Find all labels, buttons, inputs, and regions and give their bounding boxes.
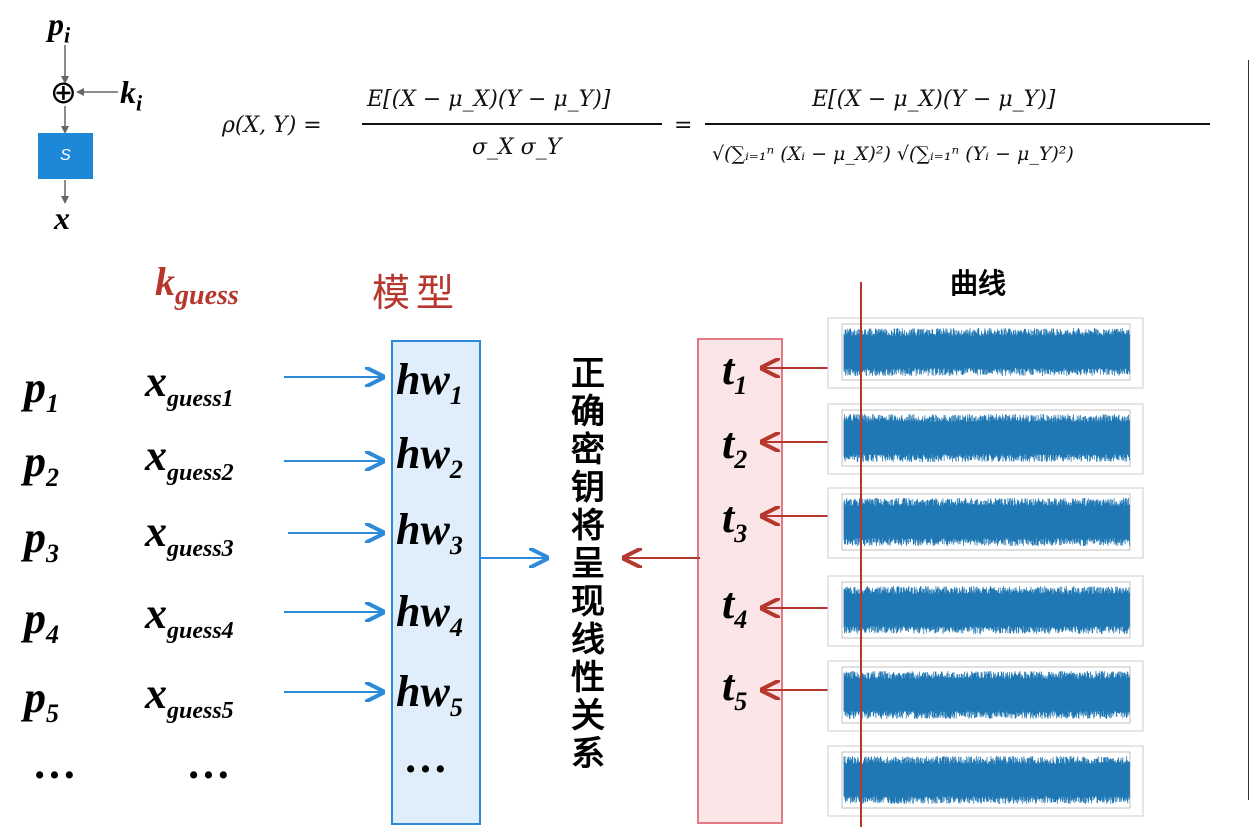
p-label-1: p1 bbox=[24, 363, 59, 418]
x-guess-5: xguess5 bbox=[145, 669, 234, 724]
sbox-output-label: x bbox=[54, 200, 70, 236]
trace-plots bbox=[827, 317, 1144, 817]
p-label-3: p3 bbox=[24, 513, 59, 568]
kguess-header: kguess bbox=[155, 259, 239, 311]
formula-denominator-1: σ_X σ_Y bbox=[472, 135, 562, 160]
hw-1: hw1 bbox=[396, 355, 463, 410]
p-label-2: p2 bbox=[24, 437, 59, 492]
t-2: t2 bbox=[722, 419, 748, 474]
hw-4: hw4 bbox=[396, 587, 463, 642]
x-ellipsis: … bbox=[188, 739, 232, 788]
trace-panel bbox=[812, 316, 1147, 826]
hw-2: hw2 bbox=[396, 429, 463, 484]
formula-lhs: ρ(X, Y) = bbox=[222, 113, 322, 138]
x-guess-1: xguess1 bbox=[145, 357, 234, 412]
t-1: t1 bbox=[722, 345, 748, 400]
p-label-5: p5 bbox=[24, 673, 59, 728]
sbox-diagram-arrows bbox=[61, 45, 118, 204]
trace-thumbnail bbox=[827, 403, 1144, 475]
p-ellipsis: … bbox=[34, 739, 78, 788]
sbox-block: S bbox=[38, 133, 93, 179]
trace-thumbnail bbox=[827, 575, 1144, 647]
fraction-bar-2 bbox=[705, 123, 1210, 125]
fraction-bar-1 bbox=[362, 123, 662, 125]
t-5: t5 bbox=[722, 661, 748, 716]
p-label-4: p4 bbox=[24, 594, 59, 649]
sbox-input-label: pi bbox=[48, 6, 71, 48]
model-column-box bbox=[391, 340, 481, 825]
hw-ellipsis: … bbox=[405, 733, 449, 782]
trace-thumbnail bbox=[827, 317, 1144, 389]
correlation-formula: ρ(X, Y) = E[(X − μ_X)(Y − μ_Y)] σ_X σ_Y … bbox=[222, 85, 1222, 205]
x-guess-2: xguess2 bbox=[145, 431, 234, 486]
time-sample-marker bbox=[860, 282, 862, 827]
slide-edge-line bbox=[1248, 60, 1249, 800]
correct-key-linear-text: 正确密钥将呈现线性关系 bbox=[571, 354, 605, 774]
trace-thumbnail bbox=[827, 745, 1144, 817]
hw-5: hw5 bbox=[396, 667, 463, 722]
trace-column-box bbox=[697, 338, 783, 824]
trace-thumbnail bbox=[827, 487, 1144, 559]
x-guess-4: xguess4 bbox=[145, 589, 234, 644]
curve-header: 曲线 bbox=[950, 267, 1007, 300]
formula-denominator-2: √(∑ᵢ₌₁ⁿ (Xᵢ − μ_X)²) √(∑ᵢ₌₁ⁿ (Yᵢ − μ_Y)²… bbox=[712, 143, 1074, 165]
formula-numerator-2: E[(X − μ_X)(Y − μ_Y)] bbox=[812, 87, 1056, 112]
xor-symbol: ⊕ bbox=[50, 73, 77, 111]
hw-3: hw3 bbox=[396, 505, 463, 560]
t-3: t3 bbox=[722, 493, 748, 548]
formula-equals: = bbox=[674, 113, 693, 138]
x-guess-3: xguess3 bbox=[145, 507, 234, 562]
sbox-key-label: ki bbox=[120, 74, 143, 116]
trace-thumbnail bbox=[827, 660, 1144, 732]
t-4: t4 bbox=[722, 579, 748, 634]
model-header: 模型 bbox=[372, 271, 461, 315]
formula-numerator-1: E[(X − μ_X)(Y − μ_Y)] bbox=[367, 87, 611, 112]
